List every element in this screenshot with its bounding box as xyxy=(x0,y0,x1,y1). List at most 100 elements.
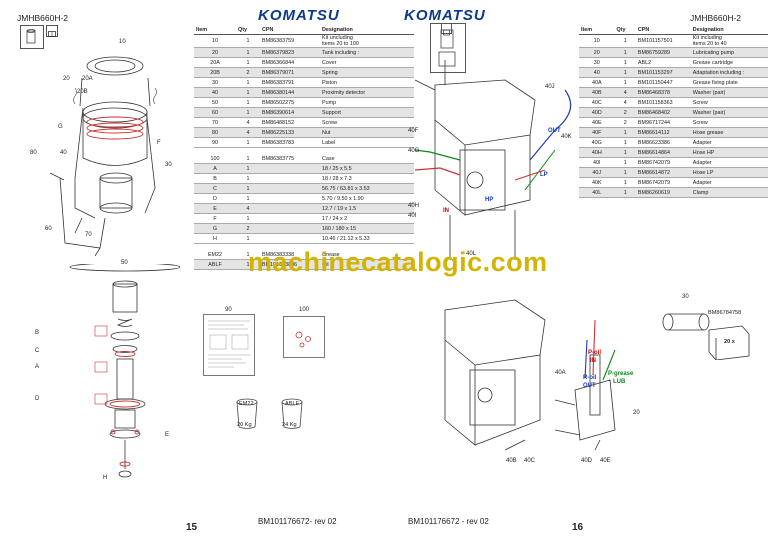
table-cell: 4 xyxy=(236,117,260,128)
table-cell: BM86366844 xyxy=(260,57,320,68)
pail-ablf-code: ABLF xyxy=(285,401,299,407)
table-cell: 1 xyxy=(614,187,636,198)
callout-40l: 40L xyxy=(466,251,477,257)
table-cell: 1 xyxy=(236,137,260,148)
table-cell: 1 xyxy=(236,183,260,194)
table-cell: 40 xyxy=(194,87,236,98)
col-cpn: CPN xyxy=(635,25,691,35)
table-cell: Adapter xyxy=(690,177,768,188)
table-cell: Nut xyxy=(320,127,414,138)
label-p-oil: P-oil xyxy=(588,350,601,356)
table-cell: 1 xyxy=(614,147,636,158)
table-cell: BM86742079 xyxy=(635,157,691,168)
table-cell: Adapter xyxy=(690,157,768,168)
table-cell: 1 xyxy=(236,57,260,68)
label-r-oil-out: OUT xyxy=(583,383,596,389)
table-cell: 40F xyxy=(579,127,615,138)
callout-e: E xyxy=(165,432,170,438)
table-cell: Tank including : xyxy=(320,47,414,58)
table-cell: 100 xyxy=(194,154,236,164)
callout-g: G xyxy=(58,124,63,130)
table-cell: 20 xyxy=(194,47,236,58)
table-cell: Lubricating pump xyxy=(690,47,768,58)
label-out: OUT xyxy=(548,128,561,134)
table-cell: 2 xyxy=(236,223,260,234)
table-cell: BM86623386 xyxy=(635,137,691,148)
table-cell: Hose HP xyxy=(690,147,768,158)
callout-80: 80 xyxy=(30,150,37,156)
table-cell: Hose LP xyxy=(690,167,768,178)
table-cell: 1 xyxy=(614,157,636,168)
table-cell: 2 xyxy=(614,107,636,118)
callout-40i: 40I xyxy=(408,213,417,219)
table-cell: BM86260619 xyxy=(635,187,691,198)
table-cell: Adaptation including : xyxy=(690,67,768,78)
table-cell: 1 xyxy=(236,77,260,88)
label-p-grease: P-grease xyxy=(608,371,634,377)
table-cell: Grease fixing plate xyxy=(690,77,768,88)
table-cell: BM86488152 xyxy=(260,117,320,128)
callout-40f: 40F xyxy=(408,128,419,134)
callout-40: 40 xyxy=(60,150,67,156)
table-cell: 1 xyxy=(236,47,260,58)
table-cell: BM86225133 xyxy=(260,127,320,138)
table-cell: BM101093806 xyxy=(260,259,320,270)
callout-c: C xyxy=(35,348,40,354)
table-cell: 5.70 / 9.50 x 1.90 xyxy=(320,193,414,204)
left-model-code: JMHB660H-2 xyxy=(17,13,69,23)
book-icon-right xyxy=(441,23,452,36)
table-cell: BM86379071 xyxy=(260,67,320,78)
table-cell: BM86383791 xyxy=(260,77,320,88)
label-lp: LP xyxy=(540,172,548,178)
cartridge-code: BM86784758 xyxy=(708,310,742,316)
table-cell: Cover xyxy=(320,57,414,68)
table-cell: 1 xyxy=(614,77,636,88)
pump-thumbnail-icon xyxy=(20,25,44,49)
table-cell: BM101153297 xyxy=(635,67,691,78)
callout-40c: 40C xyxy=(524,458,536,464)
table-cell: 1 xyxy=(236,87,260,98)
table-cell: BM86380144 xyxy=(260,87,320,98)
pail-em22-weight: 20 Kg xyxy=(237,422,252,428)
table-cell: Pump xyxy=(320,97,414,108)
table-cell: Piston xyxy=(320,77,414,88)
callout-60: 60 xyxy=(45,226,52,232)
table-cell: BM86614872 xyxy=(635,167,691,178)
right-footer-ref: BM101176672 - rev 02 xyxy=(408,517,489,526)
table-cell: BM86468402 xyxy=(635,107,691,118)
table-cell: 1 xyxy=(614,57,636,68)
table-cell: 2 xyxy=(614,117,636,128)
table-cell: BM101158363 xyxy=(635,97,691,108)
table-cell: BM86742079 xyxy=(635,177,691,188)
pump-exploded-drawing xyxy=(69,264,180,478)
table-cell: 30 xyxy=(194,77,236,88)
table-cell: 1 xyxy=(236,193,260,204)
table-cell xyxy=(260,233,320,244)
col-designation: Designation xyxy=(690,25,768,35)
table-cell: 40G xyxy=(579,137,615,148)
table-cell: 20B xyxy=(194,67,236,78)
callout-10: 10 xyxy=(119,39,126,45)
table-cell: 1 xyxy=(236,97,260,108)
grease-cartridge-drawing xyxy=(662,313,750,360)
table-cell: 1 xyxy=(236,163,260,174)
callout-d: D xyxy=(35,396,40,402)
table-cell: Washer (pair) xyxy=(690,87,768,98)
designation-line: items 20 to 100 xyxy=(322,41,359,47)
callout-90: 90 xyxy=(225,307,232,313)
table-cell: 40H xyxy=(579,147,615,158)
pail-em22-code: EM22 xyxy=(239,401,254,407)
col-item: Item xyxy=(579,25,615,35)
table-cell: 1 xyxy=(614,137,636,148)
table-cell xyxy=(260,203,320,214)
table-cell: 40 xyxy=(579,67,615,78)
table-cell: BM86379823 xyxy=(260,47,320,58)
table-cell: 30 xyxy=(579,57,615,68)
designation-line: Kit including xyxy=(692,35,722,41)
table-cell: 1 xyxy=(236,250,260,260)
table-cell: BM86383759 xyxy=(260,34,320,48)
table-cell xyxy=(260,223,320,234)
table-cell: 60 xyxy=(194,107,236,118)
